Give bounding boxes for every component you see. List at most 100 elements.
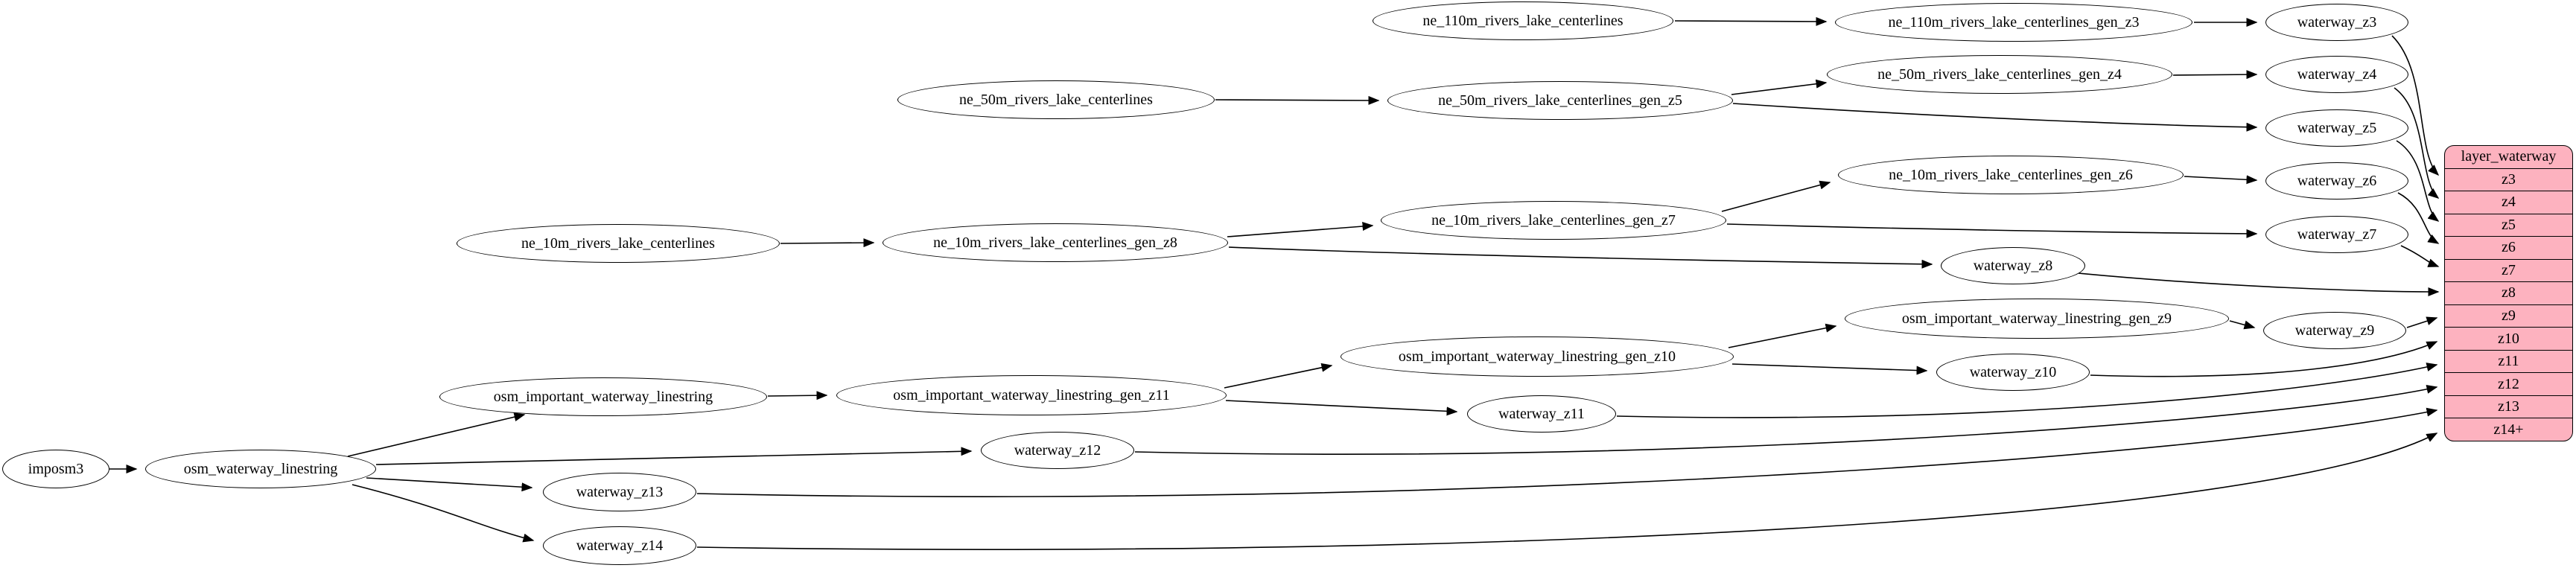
node-osm-important-waterway-linestring-gen-z10-label: osm_important_waterway_linestring_gen_z1… <box>1398 348 1676 365</box>
node-ne-50m-rivers-lake-centerlines: ne_50m_rivers_lake_centerlines <box>897 80 1215 119</box>
edge-osm-important-to-gen-z11 <box>767 391 828 401</box>
node-waterway-z5-label: waterway_z5 <box>2297 119 2377 136</box>
node-ne-10m-rivers-lake-centerlines-gen-z7-label: ne_10m_rivers_lake_centerlines_gen_z7 <box>1431 211 1676 229</box>
node-waterway-z9-label: waterway_z9 <box>2294 322 2375 339</box>
node-waterway-z5: waterway_z5 <box>2265 109 2408 147</box>
node-ne-10m-rivers-lake-centerlines-gen-z6-label: ne_10m_rivers_lake_centerlines_gen_z6 <box>1889 166 2133 183</box>
edge-waterway-z8-to-row-z8 <box>2078 272 2440 296</box>
edge-gen-z10-to-gen-z9 <box>1728 323 1837 348</box>
node-ne-110m-rivers-lake-centerlines-gen-z3: ne_110m_rivers_lake_centerlines_gen_z3 <box>1835 3 2192 42</box>
edge-ne110m-to-gen-z3 <box>1674 16 1828 26</box>
node-ne-50m-rivers-lake-centerlines-gen-z4-label: ne_50m_rivers_lake_centerlines_gen_z4 <box>1877 66 2122 83</box>
edge-gen-z4-to-waterway-z4 <box>2172 70 2258 80</box>
node-waterway-z10-label: waterway_z10 <box>1969 363 2057 380</box>
node-waterway-z9: waterway_z9 <box>2263 312 2406 349</box>
node-ne-10m-rivers-lake-centerlines-gen-z8-label: ne_10m_rivers_lake_centerlines_gen_z8 <box>933 234 1177 251</box>
edge-osm-waterway-to-waterway-z13 <box>366 477 533 492</box>
edge-osm-waterway-to-osm-important <box>347 412 526 457</box>
edge-waterway-z4-to-row-z4 <box>2394 87 2440 199</box>
node-ne-10m-rivers-lake-centerlines-gen-z6: ne_10m_rivers_lake_centerlines_gen_z6 <box>1838 156 2184 194</box>
node-waterway-z6-label: waterway_z6 <box>2297 172 2377 189</box>
edge-waterway-z13-to-row-z13 <box>696 407 2438 497</box>
node-waterway-z10: waterway_z10 <box>1936 354 2090 391</box>
node-osm-waterway-linestring: osm_waterway_linestring <box>145 450 376 488</box>
table-row-z8: z8 <box>2445 281 2572 304</box>
edge-waterway-z7-to-row-z7 <box>2400 245 2440 267</box>
table-row-z10: z10 <box>2445 327 2572 350</box>
layer-waterway-table: layer_waterway z3 z4 z5 z6 z7 z8 z9 z10 … <box>2444 145 2573 441</box>
node-ne-50m-rivers-lake-centerlines-label: ne_50m_rivers_lake_centerlines <box>959 91 1153 108</box>
node-ne-10m-rivers-lake-centerlines-gen-z8: ne_10m_rivers_lake_centerlines_gen_z8 <box>882 223 1228 262</box>
edge-gen-z6-to-waterway-z6 <box>2184 175 2258 185</box>
node-waterway-z4-label: waterway_z4 <box>2297 66 2377 83</box>
node-waterway-z8: waterway_z8 <box>1941 247 2085 284</box>
node-imposm3-label: imposm3 <box>28 460 84 477</box>
node-waterway-z3: waterway_z3 <box>2265 4 2408 41</box>
edge-gen-z5-to-gen-z4 <box>1731 79 1828 95</box>
node-waterway-z11-label: waterway_z11 <box>1498 405 1585 422</box>
edge-waterway-z14-to-row-z14 <box>696 433 2438 550</box>
edge-waterway-z6-to-row-z6 <box>2397 192 2440 244</box>
edge-gen-z10-to-waterway-z10 <box>1731 363 1928 375</box>
node-waterway-z4: waterway_z4 <box>2265 56 2408 93</box>
node-ne-10m-rivers-lake-centerlines: ne_10m_rivers_lake_centerlines <box>457 224 780 263</box>
edge-gen-z7-to-waterway-z7 <box>1726 223 2258 238</box>
node-waterway-z7-label: waterway_z7 <box>2297 226 2377 243</box>
edge-gen-z8-to-gen-z7 <box>1227 222 1374 237</box>
node-osm-important-waterway-linestring-gen-z11: osm_important_waterway_linestring_gen_z1… <box>836 375 1227 415</box>
node-osm-important-waterway-linestring-gen-z10: osm_important_waterway_linestring_gen_z1… <box>1341 336 1734 377</box>
node-waterway-z8-label: waterway_z8 <box>1973 257 2053 274</box>
edge-gen-z9-to-waterway-z9 <box>2229 320 2256 330</box>
table-row-z4: z4 <box>2445 191 2572 214</box>
node-ne-50m-rivers-lake-centerlines-gen-z5-label: ne_50m_rivers_lake_centerlines_gen_z5 <box>1438 92 1682 109</box>
node-osm-important-waterway-linestring-gen-z11-label: osm_important_waterway_linestring_gen_z1… <box>893 386 1170 403</box>
edge-osm-waterway-to-waterway-z12 <box>375 447 973 465</box>
node-waterway-z3-label: waterway_z3 <box>2297 13 2377 31</box>
table-row-z6: z6 <box>2445 236 2572 259</box>
layer-waterway-table-header: layer_waterway <box>2461 148 2557 165</box>
edge-gen-z11-to-waterway-z11 <box>1225 400 1458 416</box>
node-osm-waterway-linestring-label: osm_waterway_linestring <box>183 460 338 477</box>
table-row-z14plus: z14+ <box>2445 418 2572 441</box>
node-waterway-z12-label: waterway_z12 <box>1014 441 1101 459</box>
node-ne-110m-rivers-lake-centerlines: ne_110m_rivers_lake_centerlines <box>1373 1 1673 40</box>
edge-waterway-z12-to-row-z12 <box>1134 385 2438 455</box>
table-row-z13: z13 <box>2445 395 2572 418</box>
node-osm-important-waterway-linestring-gen-z9: osm_important_waterway_linestring_gen_z9 <box>1845 299 2229 339</box>
table-row-z7: z7 <box>2445 258 2572 282</box>
edge-gen-z8-to-waterway-z8 <box>1228 246 1933 269</box>
table-row-z11: z11 <box>2445 349 2572 373</box>
node-osm-important-waterway-linestring: osm_important_waterway_linestring <box>439 377 767 416</box>
node-waterway-z11: waterway_z11 <box>1467 395 1616 433</box>
node-ne-10m-rivers-lake-centerlines-label: ne_10m_rivers_lake_centerlines <box>521 234 715 252</box>
node-ne-110m-rivers-lake-centerlines-label: ne_110m_rivers_lake_centerlines <box>1422 12 1623 29</box>
edge-gen-z11-to-gen-z10 <box>1224 363 1333 389</box>
edge-osm-waterway-to-waterway-z14 <box>352 484 535 543</box>
node-waterway-z14-label: waterway_z14 <box>576 537 664 554</box>
node-ne-50m-rivers-lake-centerlines-gen-z5: ne_50m_rivers_lake_centerlines_gen_z5 <box>1387 81 1733 120</box>
node-osm-important-waterway-linestring-gen-z9-label: osm_important_waterway_linestring_gen_z9 <box>1901 310 2172 327</box>
edge-waterway-z3-to-row-z3 <box>2391 35 2440 176</box>
edge-waterway-z5-to-row-z5 <box>2396 140 2440 222</box>
node-waterway-z13: waterway_z13 <box>543 473 696 511</box>
node-waterway-z14: waterway_z14 <box>543 526 696 565</box>
node-imposm3: imposm3 <box>2 450 109 488</box>
table-row-z12: z12 <box>2445 372 2572 395</box>
node-waterway-z6: waterway_z6 <box>2265 162 2408 200</box>
edge-gen-z7-to-gen-z6 <box>1721 180 1831 212</box>
node-waterway-z13-label: waterway_z13 <box>576 483 664 500</box>
node-ne-10m-rivers-lake-centerlines-gen-z7: ne_10m_rivers_lake_centerlines_gen_z7 <box>1381 201 1726 240</box>
table-row-z5: z5 <box>2445 213 2572 237</box>
edge-gen-z5-to-waterway-z5 <box>1732 103 2258 132</box>
node-ne-110m-rivers-lake-centerlines-gen-z3-label: ne_110m_rivers_lake_centerlines_gen_z3 <box>1888 13 2140 31</box>
node-waterway-z7: waterway_z7 <box>2265 216 2408 253</box>
edge-waterway-z10-to-row-z10 <box>2090 341 2438 377</box>
edge-waterway-z11-to-row-z11 <box>1616 363 2438 418</box>
node-ne-50m-rivers-lake-centerlines-gen-z4: ne_50m_rivers_lake_centerlines_gen_z4 <box>1827 55 2172 94</box>
node-waterway-z12: waterway_z12 <box>981 432 1134 469</box>
node-osm-important-waterway-linestring-label: osm_important_waterway_linestring <box>493 388 713 405</box>
edge-waterway-z9-to-row-z9 <box>2406 316 2438 328</box>
table-row-z9: z9 <box>2445 304 2572 328</box>
